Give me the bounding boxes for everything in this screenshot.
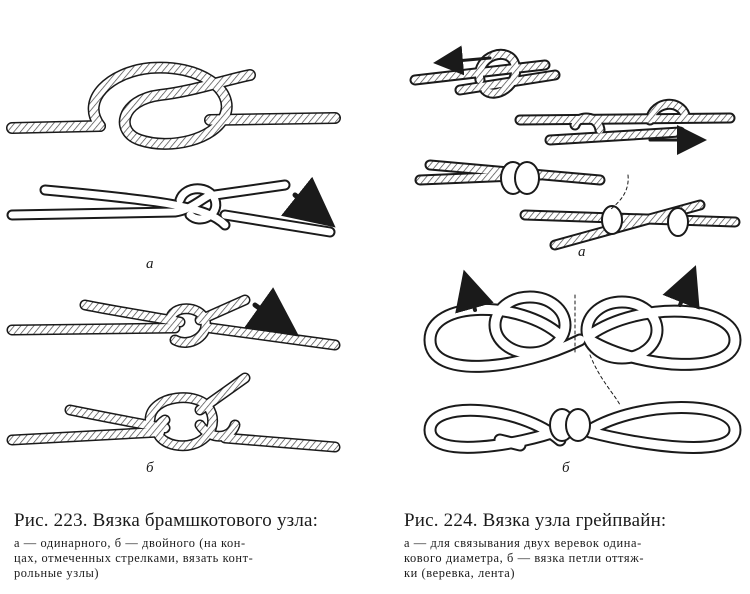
fig223-caption-body: а — одинарного, б — двойного (на кон- ца… xyxy=(14,536,349,581)
fig223-caption-line2: цах, отмеченных стрелками, вязать конт- xyxy=(14,551,254,565)
fig223-caption-title: Рис. 223. Вязка брамшкотового узла: xyxy=(14,510,319,531)
fig223-knot-top xyxy=(6,61,341,150)
fig224-label-b: б xyxy=(562,460,570,476)
fig223-caption-line1: а — одинарного, б — двойного (на кон- xyxy=(14,536,246,550)
fig224-knot-b xyxy=(423,265,742,454)
fig224-caption-line1: а — для связывания двух веревок одина- xyxy=(404,536,642,550)
fig224-caption-body: а — для связывания двух веревок одина- к… xyxy=(404,536,744,581)
fig223-knot-middle xyxy=(6,176,336,238)
fig224-caption-title: Рис. 224. Вязка узла грейпвайн: xyxy=(404,510,667,531)
fig223-knot-b-lower xyxy=(6,372,341,453)
fig223-label-a: а xyxy=(146,256,154,272)
fig224-knot-a xyxy=(409,45,741,251)
fig224-caption-line3: ки (веревка, лента) xyxy=(404,566,516,580)
fig224-label-a: а xyxy=(578,244,586,260)
fig223-label-b: б xyxy=(146,460,154,476)
fig223-caption-line3: рольные узлы) xyxy=(14,566,100,580)
fig223-knot-b-upper xyxy=(6,287,341,351)
fig224-caption-line2: кового диаметра, б — вязка петли оттяж- xyxy=(404,551,645,565)
